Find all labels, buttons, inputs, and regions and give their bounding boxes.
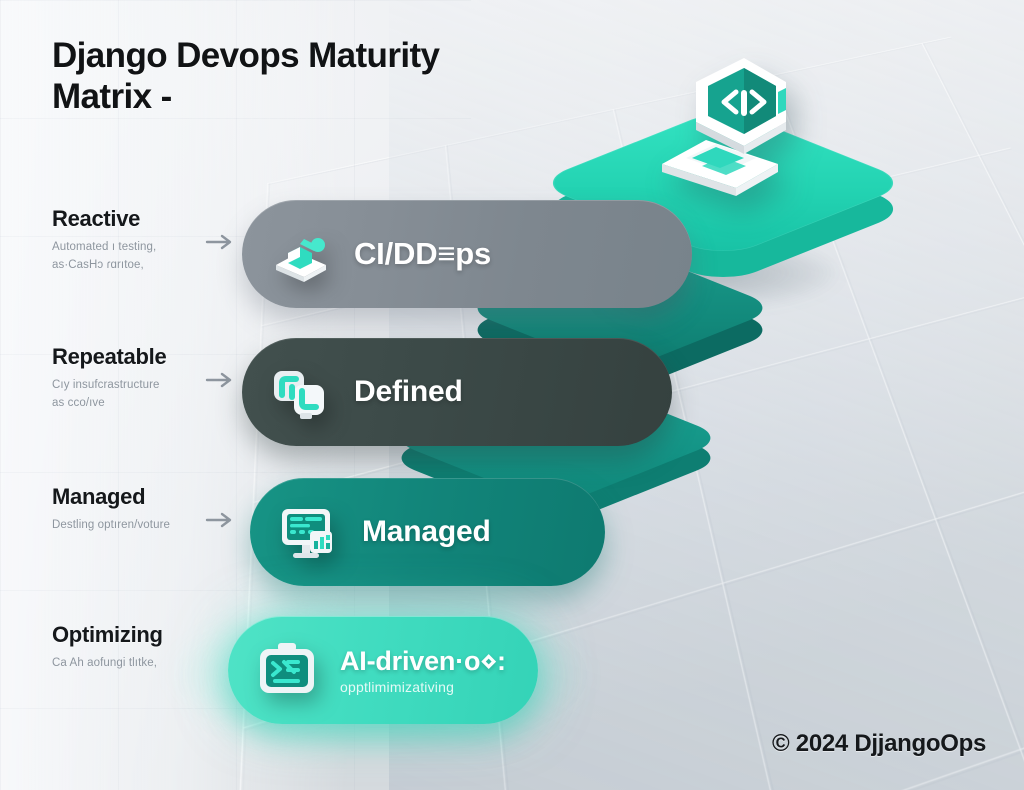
pill-text-group: Managed	[362, 515, 491, 549]
pill-label: Defined	[354, 375, 463, 408]
monitor-code-3d-icon	[640, 52, 810, 202]
stage-name: Optimizing	[52, 622, 163, 647]
stage-description: Destling optıren/voture	[52, 519, 171, 531]
ai-terminal-icon	[256, 639, 318, 701]
pill-text-group: Defined	[354, 375, 463, 409]
pill-label: AI-driven·o⋄:	[340, 645, 506, 676]
pill-defined[interactable]: Defined	[242, 338, 672, 446]
branch-merge-3d-icon	[270, 223, 332, 285]
stage-name: Repeatable	[52, 344, 167, 369]
pill-label: Managed	[362, 515, 491, 548]
pill-managed[interactable]: Managed	[250, 478, 605, 586]
pill-ai-driven[interactable]: AI-driven·o⋄: opptlimimizativing	[228, 616, 538, 724]
pill-text-group: AI-driven·o⋄: opptlimimizativing	[340, 646, 506, 695]
pill-text-group: CI/DD≡ps	[354, 236, 491, 272]
arrow-right-icon	[205, 510, 235, 530]
stage-label-group: Optimizing Ca Ah aofungi tlıtke,	[52, 622, 217, 673]
maturity-row-reactive: Reactive Automated ı testing, as·CasHɔ ɾ…	[0, 196, 1024, 316]
stage-label-group: Managed Destling optıren/voture	[52, 484, 217, 535]
stage-label-group: Reactive Automated ı testing, as·CasHɔ ɾ…	[52, 206, 217, 275]
arrow-right-icon	[205, 232, 235, 252]
stage-description: Ca Ah aofungi tlıtke,	[52, 657, 158, 669]
pill-sublabel: opptlimimizativing	[340, 678, 455, 695]
pill-cicd[interactable]: CI/DD≡ps	[242, 200, 692, 308]
stage-name: Managed	[52, 484, 146, 509]
maturity-row-optimizing: Optimizing Ca Ah aofungi tlıtke,	[0, 612, 1024, 732]
maturity-row-managed: Managed Destling optıren/voture	[0, 474, 1024, 594]
copyright-footer: © 2024 DjjangoOps	[772, 730, 986, 757]
monitor-dashboard-icon	[278, 501, 340, 563]
pill-label: CI/DD≡ps	[354, 236, 492, 271]
arrow-right-icon	[205, 370, 235, 390]
stage-label-group: Repeatable Cıy insufcrastructure as cco/…	[52, 344, 217, 413]
page-title: Django Devops Maturity Matrix -	[52, 36, 440, 116]
stage-description: Automated ı testing, as·CasHɔ ɾɑrıtoe,	[52, 241, 157, 271]
stage-description: Cıy insufcrastructure as cco/ıve	[52, 379, 160, 409]
maturity-row-repeatable: Repeatable Cıy insufcrastructure as cco/…	[0, 334, 1024, 454]
stage-name: Reactive	[52, 206, 141, 231]
pipeline-blocks-icon	[270, 361, 332, 423]
